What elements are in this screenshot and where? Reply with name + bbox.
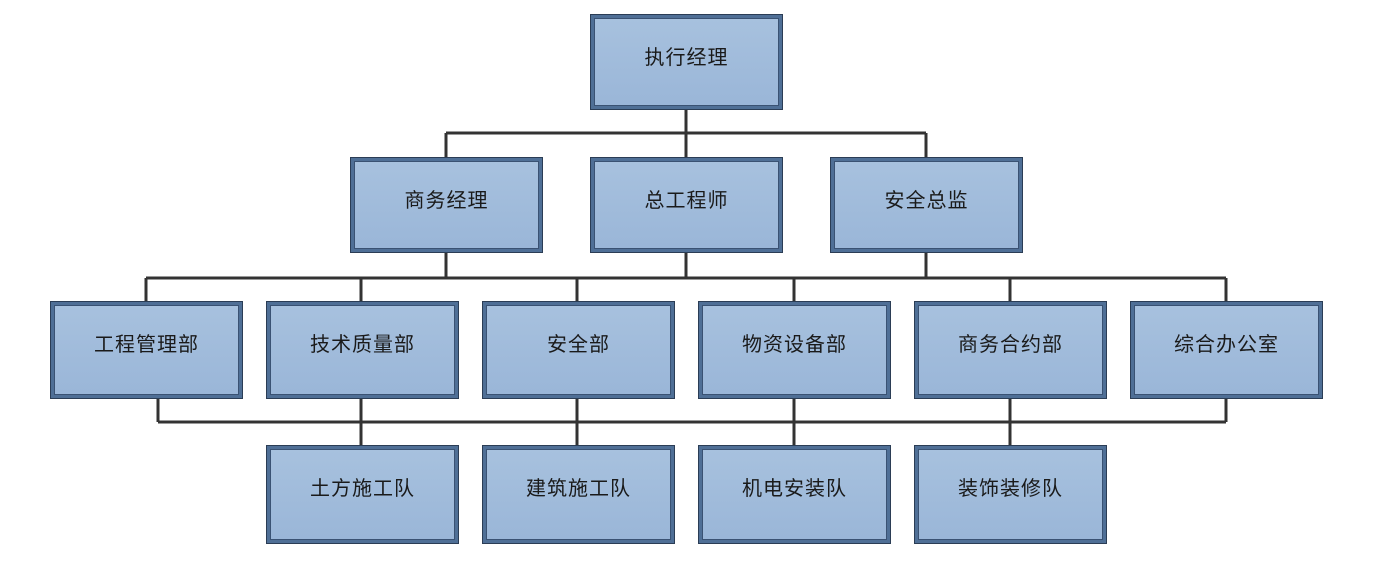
org-box-engineering-dept: 工程管理部: [50, 301, 243, 399]
org-box-executive-manager: 执行经理: [590, 14, 783, 110]
org-box-contracts-dept: 商务合约部: [914, 301, 1107, 399]
org-box-earthwork-team: 土方施工队: [266, 445, 459, 544]
org-box-mep-team: 机电安装队: [698, 445, 891, 544]
org-box-label: 物资设备部: [742, 332, 847, 356]
org-box-label: 机电安装队: [742, 476, 847, 500]
org-box-safety-director: 安全总监: [830, 157, 1023, 253]
org-box-label: 土方施工队: [310, 476, 415, 500]
org-box-label: 技术质量部: [310, 332, 415, 356]
org-box-label: 安全总监: [884, 188, 969, 212]
org-box-safety-dept: 安全部: [482, 301, 675, 399]
org-box-label: 商务合约部: [958, 332, 1063, 356]
org-box-label: 工程管理部: [94, 332, 199, 356]
org-box-materials-dept: 物资设备部: [698, 301, 891, 399]
org-box-label: 商务经理: [404, 188, 489, 212]
org-box-tech-quality-dept: 技术质量部: [266, 301, 459, 399]
org-box-decoration-team: 装饰装修队: [914, 445, 1107, 544]
org-box-label: 综合办公室: [1174, 332, 1279, 356]
org-box-label: 执行经理: [644, 45, 729, 69]
org-box-general-office: 综合办公室: [1130, 301, 1323, 399]
org-box-chief-engineer: 总工程师: [590, 157, 783, 253]
org-box-business-manager: 商务经理: [350, 157, 543, 253]
org-box-label: 装饰装修队: [958, 476, 1063, 500]
org-box-label: 总工程师: [644, 188, 729, 212]
org-box-label: 安全部: [547, 332, 610, 356]
org-box-label: 建筑施工队: [526, 476, 631, 500]
org-box-construction-team: 建筑施工队: [482, 445, 675, 544]
